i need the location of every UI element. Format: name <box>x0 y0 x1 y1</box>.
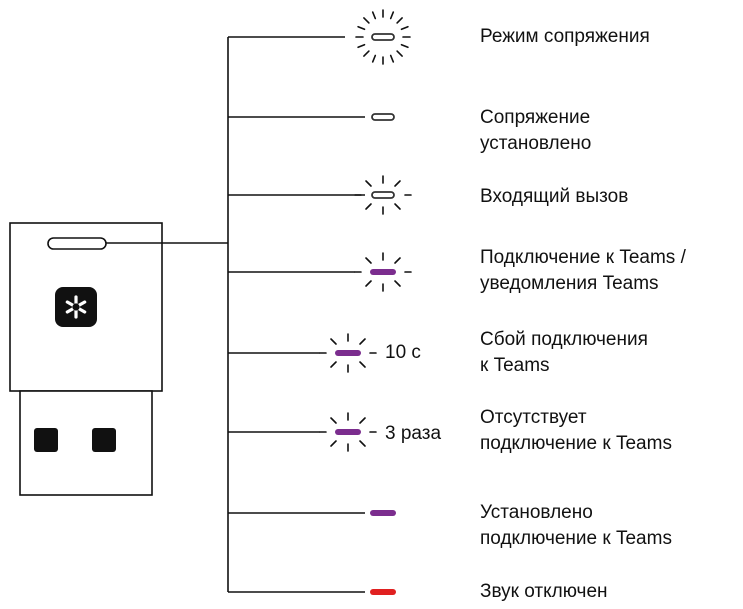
led-incoming-call <box>354 175 412 215</box>
note-teams-no-connection: 3 раза <box>385 423 442 444</box>
label-line: уведомления Teams <box>480 273 659 294</box>
blink-rays-icon <box>319 412 377 452</box>
label-line: Отсутствует <box>480 407 587 428</box>
label-line: Сбой подключения <box>480 329 648 350</box>
led-bar-purple <box>335 429 361 435</box>
led-paired <box>371 113 395 121</box>
led-bar-purple <box>370 510 396 516</box>
led-bar-red <box>370 589 396 595</box>
led-muted <box>370 589 396 595</box>
led-teams-connecting <box>354 252 412 292</box>
teams-button-icon <box>55 287 97 327</box>
label-line: установлено <box>480 133 592 154</box>
led-teams-connected <box>370 510 396 516</box>
label-line: подключение к Teams <box>480 433 672 454</box>
led-teams-connect-fail <box>319 333 377 373</box>
label-line: Установлено <box>480 502 593 523</box>
blink-rays-icon <box>354 175 412 215</box>
led-pairing-mode <box>355 9 411 65</box>
led-teams-no-connection <box>319 412 377 452</box>
led-bar-white <box>371 33 395 41</box>
connector-pin-left <box>34 428 58 452</box>
pulse-rays-icon <box>355 9 411 65</box>
label-line: Сопряжение <box>480 107 591 128</box>
label-line: Подключение к Teams / <box>480 247 686 268</box>
label-teams-connecting: Подключение к Teams / уведомления Teams <box>480 245 686 297</box>
led-bar-purple <box>370 269 396 275</box>
led-bar-purple <box>335 350 361 356</box>
label-paired: Сопряжение установлено <box>480 105 591 157</box>
branch-lines <box>228 36 365 593</box>
dongle-led-slot <box>47 237 107 250</box>
label-pairing-mode: Режим сопряжения <box>480 24 650 50</box>
led-bar-white <box>371 113 395 121</box>
usb-dongle <box>9 222 228 496</box>
blink-rays-icon <box>319 333 377 373</box>
label-teams-no-connection: Отсутствует подключение к Teams <box>480 405 672 457</box>
connector-pin-right <box>92 428 116 452</box>
label-muted: Звук отключен <box>480 579 608 605</box>
blink-rays-icon <box>354 252 412 292</box>
label-teams-connect-fail: Сбой подключения к Teams <box>480 327 648 379</box>
label-line: к Teams <box>480 355 550 376</box>
label-line: Режим сопряжения <box>480 26 650 47</box>
label-teams-connected: Установлено подключение к Teams <box>480 500 672 552</box>
label-incoming-call: Входящий вызов <box>480 184 628 210</box>
note-teams-connect-fail: 10 с <box>385 342 421 363</box>
led-bar-white <box>371 191 395 199</box>
led-indicators <box>319 9 412 595</box>
label-line: Звук отключен <box>480 581 608 602</box>
label-line: Входящий вызов <box>480 186 629 207</box>
label-line: подключение к Teams <box>480 528 672 549</box>
